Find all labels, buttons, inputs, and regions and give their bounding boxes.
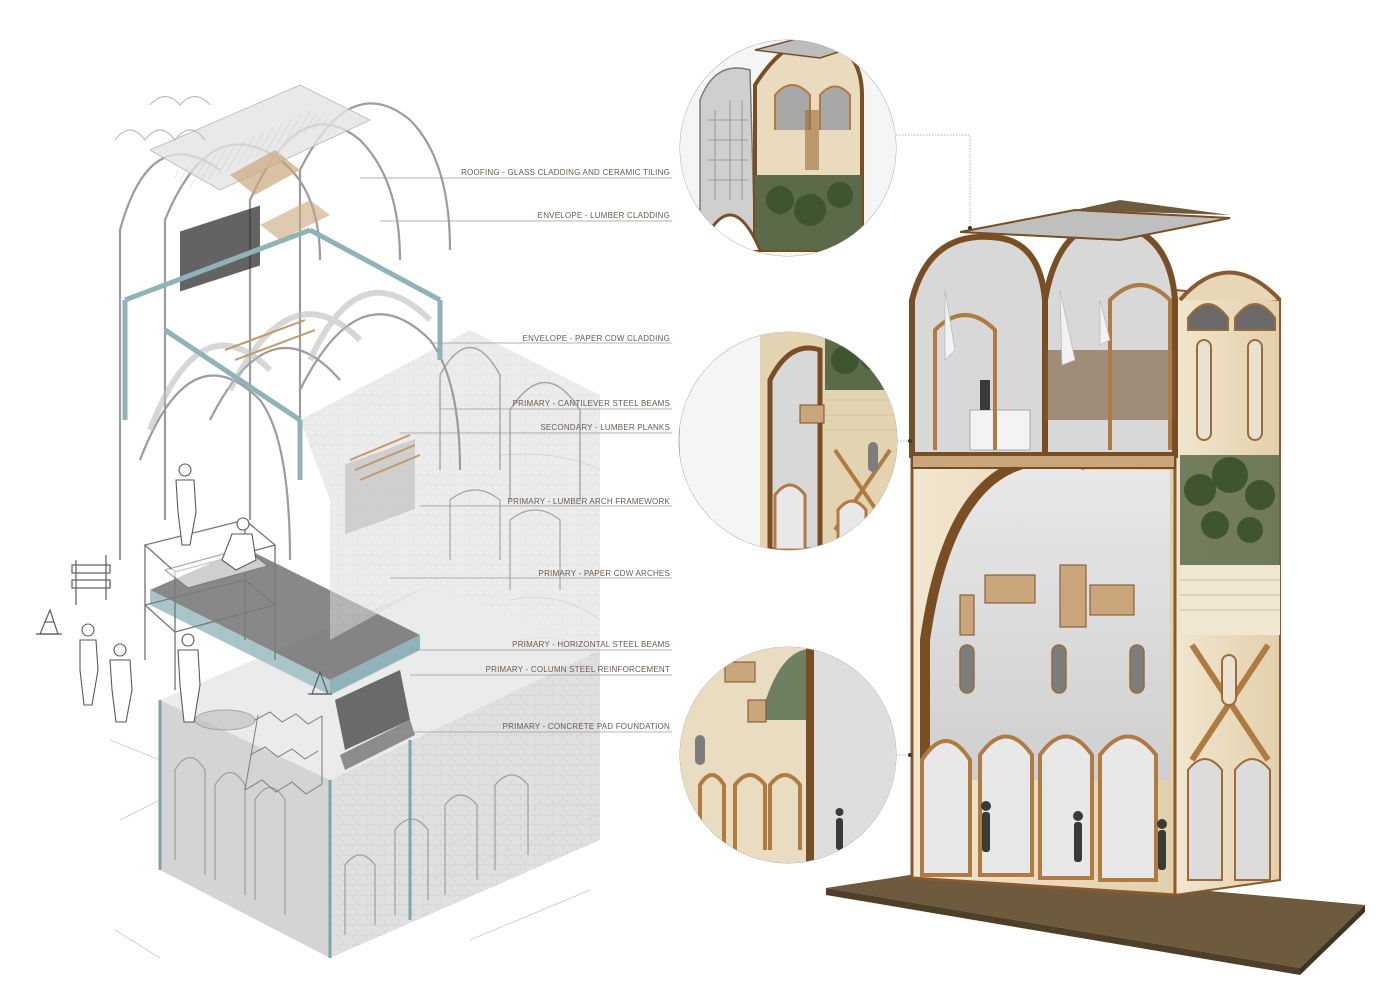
detail-callout-envelope bbox=[678, 331, 898, 551]
label-paper-arches: PRIMARY - PAPER CDW ARCHES bbox=[538, 569, 670, 578]
label-column-reinforcement: PRIMARY - COLUMN STEEL REINFORCEMENT bbox=[485, 665, 670, 674]
horizontal-steel-slab bbox=[150, 548, 420, 770]
cantilever-steel-beams bbox=[122, 227, 443, 480]
label-envelope-lumber: ENVELOPE - LUMBER CLADDING bbox=[537, 211, 670, 220]
label-leader-lines bbox=[360, 177, 672, 733]
label-arch-framework: PRIMARY - LUMBER ARCH FRAMEWORK bbox=[507, 497, 670, 506]
model-base bbox=[826, 868, 1365, 968]
roofing-glass-tiles bbox=[114, 84, 372, 292]
label-concrete-foundation: PRIMARY - CONCRETE PAD FOUNDATION bbox=[502, 722, 670, 731]
physical-model bbox=[826, 200, 1365, 975]
barricade-icon bbox=[71, 555, 111, 605]
axonometric-drawing bbox=[36, 84, 601, 959]
paper-cdw-arches bbox=[147, 289, 433, 432]
middle-building-block bbox=[300, 330, 600, 650]
callout-leader-lines bbox=[896, 134, 971, 756]
model-figure-icon bbox=[981, 801, 1167, 870]
detail-callout-roof bbox=[679, 39, 897, 257]
model-hanging-lanterns bbox=[959, 564, 1135, 636]
worker-figure-icon bbox=[79, 463, 257, 723]
label-horizontal-beams: PRIMARY - HORIZONTAL STEEL BEAMS bbox=[512, 640, 670, 649]
traffic-cone-icon bbox=[308, 670, 332, 695]
traffic-cone-icon bbox=[36, 608, 62, 635]
label-roofing: ROOFING - GLASS CLADDING AND CERAMIC TIL… bbox=[461, 168, 670, 177]
label-lumber-planks: SECONDARY - LUMBER PLANKS bbox=[540, 423, 670, 432]
model-ground-arches bbox=[920, 734, 1158, 882]
model-upper-floor bbox=[909, 200, 1231, 458]
staircase bbox=[194, 709, 323, 795]
label-envelope-paper: ENVELOPE - PAPER CDW CLADDING bbox=[522, 334, 670, 343]
callout-dots bbox=[908, 226, 972, 757]
detail-callout-ground bbox=[679, 646, 897, 864]
label-cantilever-beams: PRIMARY - CANTILEVER STEEL BEAMS bbox=[512, 399, 670, 408]
secondary-lumber-planks bbox=[224, 319, 421, 481]
